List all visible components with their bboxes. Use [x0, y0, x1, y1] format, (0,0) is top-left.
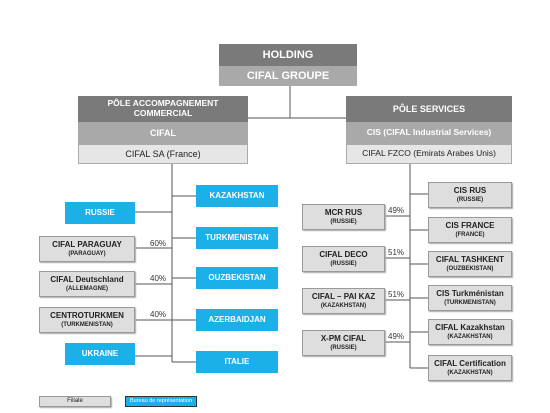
filiale-name: CENTROTURKMEN	[50, 311, 124, 321]
pole-right-title: PÔLE SERVICES	[346, 96, 512, 122]
filiale-name: MCR RUS	[324, 208, 363, 218]
filiale-country: (PARAGUAY)	[68, 250, 106, 257]
bureau-azerbaidjan: AZERBAIDJAN	[196, 309, 278, 331]
filiale-cifal-pai-kaz: CIFAL – PAI KAZ (KAZAKHSTAN)	[302, 288, 385, 314]
filiale-name: CIFAL PARAGUAY	[52, 240, 122, 250]
filiale-name: X-PM CIFAL	[320, 334, 367, 344]
filiale-cifal-deco: CIFAL DECO (RUSSIE)	[302, 246, 385, 272]
filiale-country: (KAZAKHSTAN)	[320, 302, 367, 309]
pct-cifal-deco: 51%	[388, 248, 405, 257]
filiale-name: CIFAL – PAI KAZ	[311, 292, 376, 302]
filiale-centroturkmen: CENTROTURKMEN (TURKMENISTAN)	[39, 307, 135, 333]
filiale-name: CIS Turkménistan	[436, 289, 504, 299]
bureau-ouzbekistan: OUZBEKISTAN	[196, 267, 278, 289]
pct-cifal-pai-kaz: 51%	[388, 290, 405, 299]
holding-name: CIFAL GROUPE	[219, 66, 357, 86]
filiale-country: (ALLEMAGNE)	[66, 285, 108, 292]
pole-left-entity: CIFAL SA (France)	[78, 144, 248, 164]
pole-right-entity: CIFAL FZCO (Emirats Arabes Unis)	[346, 144, 512, 164]
bureau-ukraine: UKRAINE	[65, 343, 135, 365]
filiale-country: (TURKMENISTAN)	[61, 321, 113, 328]
filiale-country: (TURKMENISTAN)	[444, 299, 496, 306]
filiale-cifal-tashkent: CIFAL TASHKENT (OUZBEKISTAN)	[428, 251, 512, 277]
bureau-italie: ITALIE	[196, 351, 278, 373]
bureau-russie: RUSSIE	[65, 202, 135, 224]
holding-title: HOLDING	[219, 44, 357, 66]
filiale-mcr-rus: MCR RUS (RUSSIE)	[302, 204, 385, 230]
pole-left-title: PÔLE ACCOMPAGNEMENT COMMERCIAL	[78, 96, 248, 122]
pct-mcr-rus: 49%	[388, 206, 405, 215]
filiale-name: CIS FRANCE	[445, 221, 495, 231]
filiale-name: CIFAL Kazakhstan	[435, 323, 505, 333]
filiale-x-pm-cifal: X-PM CIFAL (RUSSIE)	[302, 330, 385, 356]
filiale-cis-turkmenistan: CIS Turkménistan (TURKMENISTAN)	[428, 285, 512, 311]
filiale-name: CIFAL Certification	[434, 359, 506, 369]
pole-left-sub: CIFAL	[78, 122, 248, 144]
filiale-cifal-deutschland: CIFAL Deutschland (ALLEMAGNE)	[39, 271, 135, 297]
filiale-country: (FRANCE)	[455, 231, 485, 238]
filiale-country: (KAZAKHSTAN)	[447, 333, 493, 340]
pct-x-pm-cifal: 49%	[388, 332, 405, 341]
filiale-name: CIS RUS	[453, 186, 487, 196]
filiale-name: CIFAL Deutschland	[50, 275, 124, 285]
bureau-kazakhstan: KAZAKHSTAN	[196, 185, 278, 207]
filiale-cis-rus: CIS RUS (RUSSIE)	[428, 182, 512, 208]
filiale-cifal-certification: CIFAL Certification (KAZAKHSTAN)	[428, 355, 512, 381]
filiale-country: (KAZAKHSTAN)	[447, 369, 493, 376]
filiale-name: CIFAL DECO	[319, 250, 368, 260]
filiale-country: (RUSSIE)	[330, 344, 357, 351]
legend-bureau: Bureau de représentation	[125, 396, 197, 407]
filiale-country: (RUSSIE)	[330, 260, 357, 267]
pct-cifal-paraguay: 60%	[150, 239, 167, 248]
pole-right-sub: CIS (CIFAL Industrial Services)	[346, 122, 512, 144]
pct-cifal-deutschland: 40%	[150, 274, 167, 283]
filiale-cifal-kazakhstan: CIFAL Kazakhstan (KAZAKHSTAN)	[428, 319, 512, 345]
filiale-country: (RUSSIE)	[330, 218, 357, 225]
legend-filiale: Filiale	[39, 396, 111, 407]
filiale-country: (OUZBEKISTAN)	[446, 265, 494, 272]
bureau-turkmenistan: TURKMENISTAN	[196, 227, 278, 249]
filiale-country: (RUSSIE)	[456, 196, 484, 203]
filiale-cis-france: CIS FRANCE (FRANCE)	[428, 217, 512, 243]
pct-centroturkmen: 40%	[150, 310, 167, 319]
filiale-cifal-paraguay: CIFAL PARAGUAY (PARAGUAY)	[39, 236, 135, 262]
filiale-name: CIFAL TASHKENT	[435, 255, 505, 265]
